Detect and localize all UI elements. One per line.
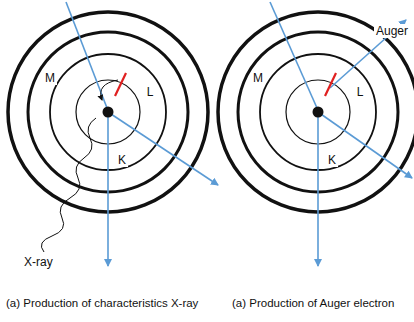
shell-label: M <box>43 71 57 85</box>
shell-label: L <box>145 85 156 99</box>
electron-label: Auger <box>374 24 410 38</box>
shell-label: M <box>251 71 265 85</box>
shell-label: L <box>355 85 366 99</box>
caption-text: (a) Production of characteristics X-ray <box>6 298 198 310</box>
shell-label: K <box>326 153 338 167</box>
shell-label: K <box>116 153 128 167</box>
atom-left <box>8 2 218 266</box>
radiation-label: X-ray <box>22 255 55 269</box>
atom-right <box>218 2 414 266</box>
caption-text: (a) Production of Auger electron <box>232 298 394 310</box>
